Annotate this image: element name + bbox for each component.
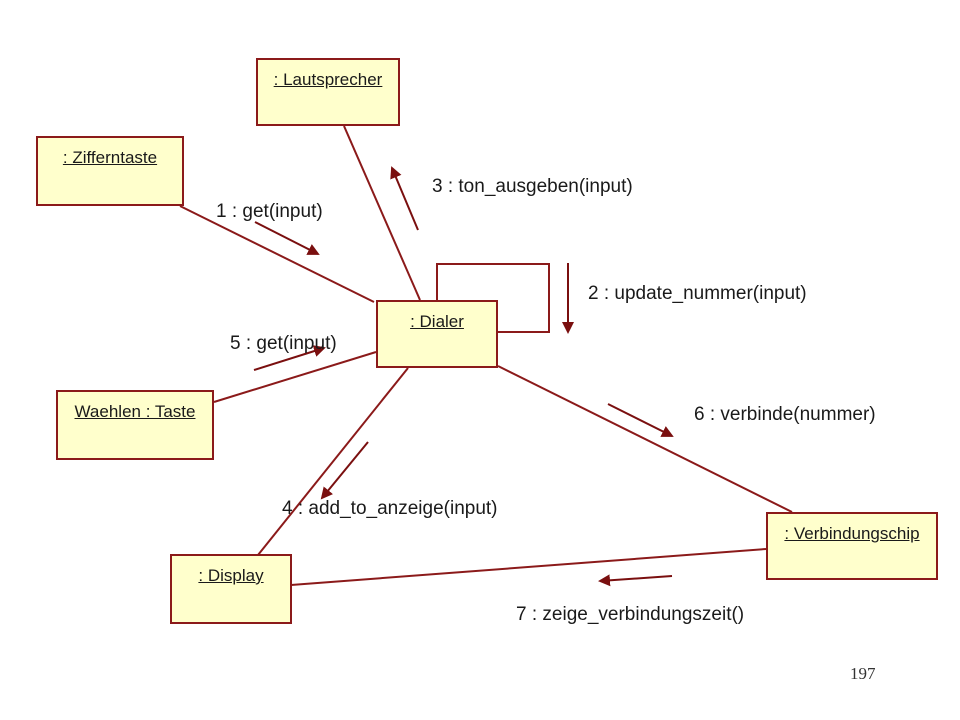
arrow-m3 [390,166,419,231]
link-waehlen-dialer [213,351,377,403]
object-verbindungschip[interactable]: : Verbindungschip [766,512,938,580]
object-display-label: : Display [198,566,264,585]
object-verbindungschip-label: : Verbindungschip [784,524,920,543]
link-zifferntaste-dialer [179,205,375,303]
link-verbindungschip-display [290,548,767,586]
message-4-label: 4 : add_to_anzeige(input) [282,498,498,519]
arrow-m6 [607,403,674,437]
link-lautsprecher-dialer [343,125,421,301]
object-dialer-label: : Dialer [410,312,464,331]
message-3-label: 3 : ton_ausgeben(input) [432,176,633,197]
page-number: 197 [850,664,876,683]
link-dialer-self [436,263,550,333]
link-dialer-verbindungschip [497,365,793,513]
object-display[interactable]: : Display [170,554,292,624]
message-2-label: 2 : update_nummer(input) [588,283,807,304]
object-lautsprecher-label: : Lautsprecher [273,70,383,89]
object-zifferntaste[interactable]: : Zifferntaste [36,136,184,206]
message-1-label: 1 : get(input) [216,201,323,222]
message-5-label: 5 : get(input) [230,333,337,354]
object-waehlen-taste-label: Waehlen : Taste [74,402,196,421]
arrow-m4 [320,441,369,500]
arrow-m1 [254,221,320,255]
arrow-m7 [598,574,673,587]
message-7-label: 7 : zeige_verbindungszeit() [516,604,745,625]
arrow-m5 [253,345,326,371]
message-6-label: 6 : verbinde(nummer) [694,404,876,425]
object-dialer[interactable]: : Dialer [376,300,498,368]
link-dialer-display [257,367,409,556]
object-lautsprecher[interactable]: : Lautsprecher [256,58,400,126]
object-waehlen-taste[interactable]: Waehlen : Taste [56,390,214,460]
object-zifferntaste-label: : Zifferntaste [62,148,158,167]
